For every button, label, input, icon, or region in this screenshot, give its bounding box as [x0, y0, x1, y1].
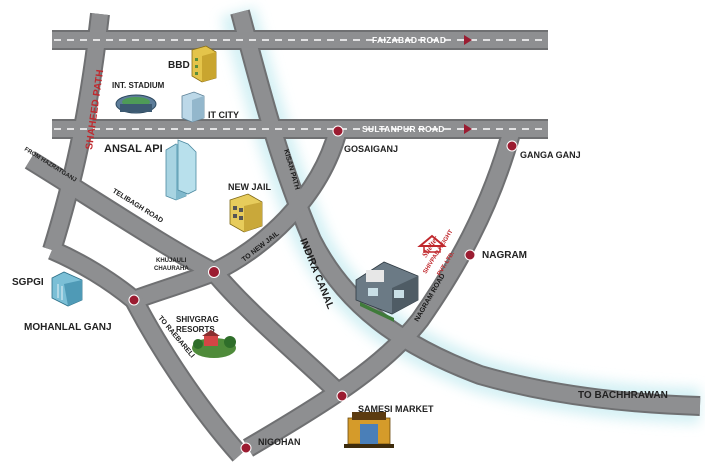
nigohan-label: NIGOHAN: [258, 437, 301, 447]
stadium-icon: [115, 94, 157, 114]
shivgrag-label: SHIVGRAG: [176, 315, 219, 324]
ansal-label: ANSAL API: [104, 143, 163, 155]
resorts-label: RESORTS: [176, 325, 215, 334]
khujauli-marker[interactable]: [208, 266, 220, 278]
bbd-label: BBD: [168, 60, 190, 71]
nagram-marker[interactable]: [464, 249, 476, 261]
new-jail-label: NEW JAIL: [228, 182, 272, 192]
mohanlal-label: MOHANLAL GANJ: [24, 322, 112, 333]
sgpgi-building-icon: [51, 271, 83, 307]
brand-logo: [417, 234, 447, 253]
ganga-ganj-label: GANGA GANJ: [520, 150, 581, 160]
nagram-label: NAGRAM: [482, 250, 527, 261]
it-city-label: IT CITY: [208, 110, 239, 120]
ansal-tower-icon: [165, 139, 197, 201]
samesi-label: SAMESI MARKET: [358, 404, 434, 414]
stadium-label: INT. STADIUM: [112, 81, 165, 90]
chauraha-label: CHAURAHA: [154, 266, 189, 272]
it-city-building-icon: [181, 91, 205, 123]
samesi-marker[interactable]: [336, 390, 348, 402]
market-building-icon: [344, 412, 394, 448]
mohanlal-marker[interactable]: [128, 294, 140, 306]
project-building-icon: [355, 261, 419, 322]
sgpgi-label: SGPGI: [12, 277, 44, 288]
sultanpur-road-label: SULTANPUR ROAD: [362, 124, 445, 134]
gosaiganj-marker[interactable]: [332, 125, 344, 137]
to-bachhrawan-label: TO BACHHRAWAN: [578, 390, 668, 401]
new-jail-building-icon: [229, 193, 263, 233]
faizabad-arrow-icon: [464, 35, 472, 45]
resort-icon: [192, 330, 236, 358]
bbd-building-icon: [191, 45, 217, 83]
gosaiganj-label: GOSAIGANJ: [344, 144, 398, 154]
nigohan-marker[interactable]: [240, 442, 252, 454]
ganga-ganj-marker[interactable]: [506, 140, 518, 152]
sultanpur-arrow-icon: [464, 124, 472, 134]
khujauli-label: KHUJAULI: [156, 258, 187, 264]
faizabad-road-label: FAIZABAD ROAD: [372, 35, 446, 45]
